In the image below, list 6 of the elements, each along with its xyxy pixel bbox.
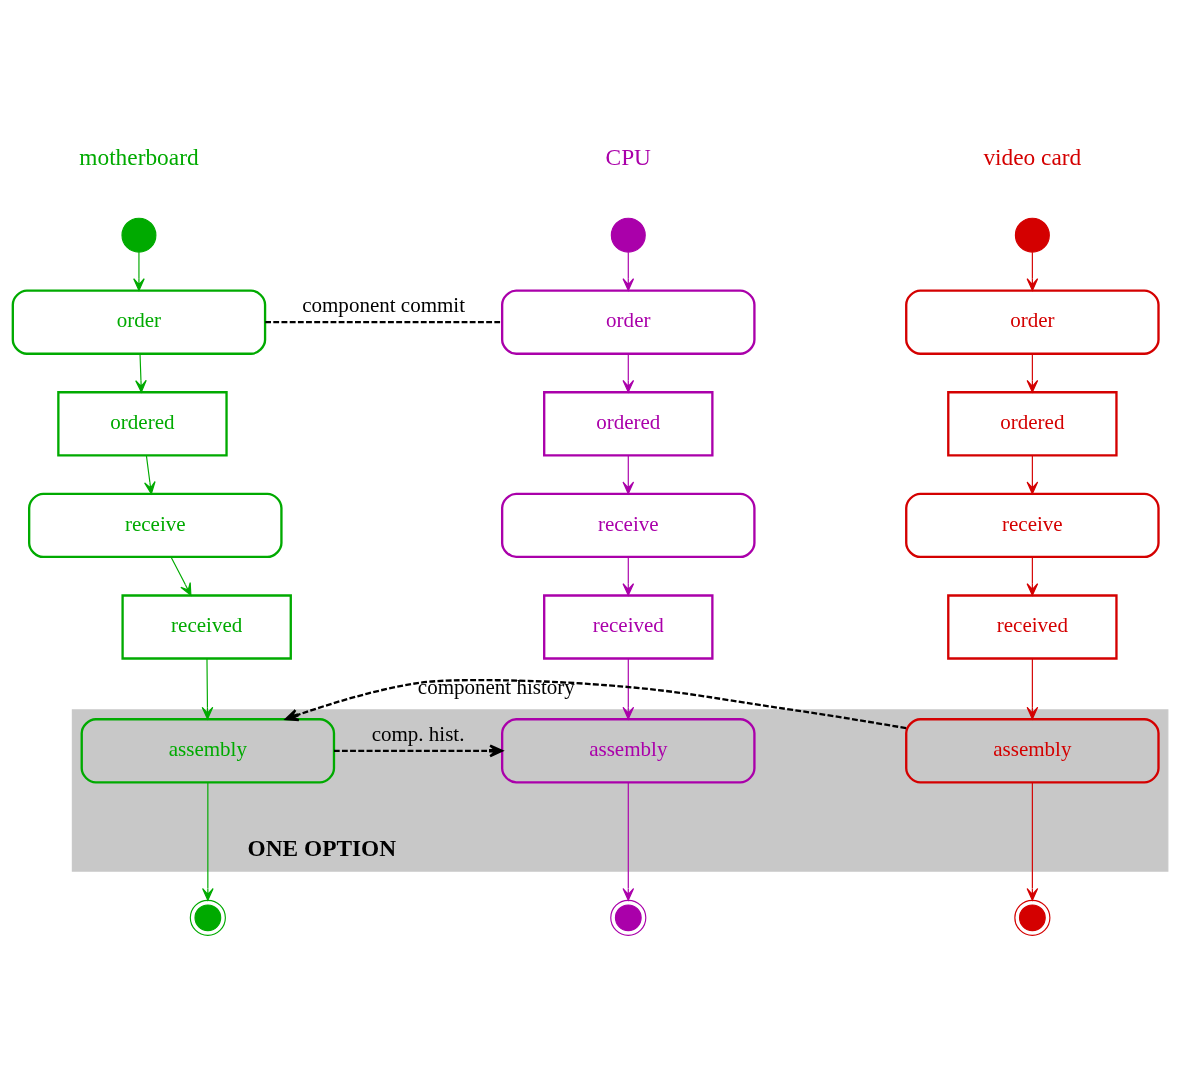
label: motherboard	[79, 143, 199, 170]
edge-label: comp. hist.	[371, 721, 465, 746]
label: CPU	[605, 143, 651, 170]
label: video card	[983, 143, 1082, 170]
edge-label: component history	[417, 675, 575, 700]
edge-label: component commit	[302, 293, 466, 318]
